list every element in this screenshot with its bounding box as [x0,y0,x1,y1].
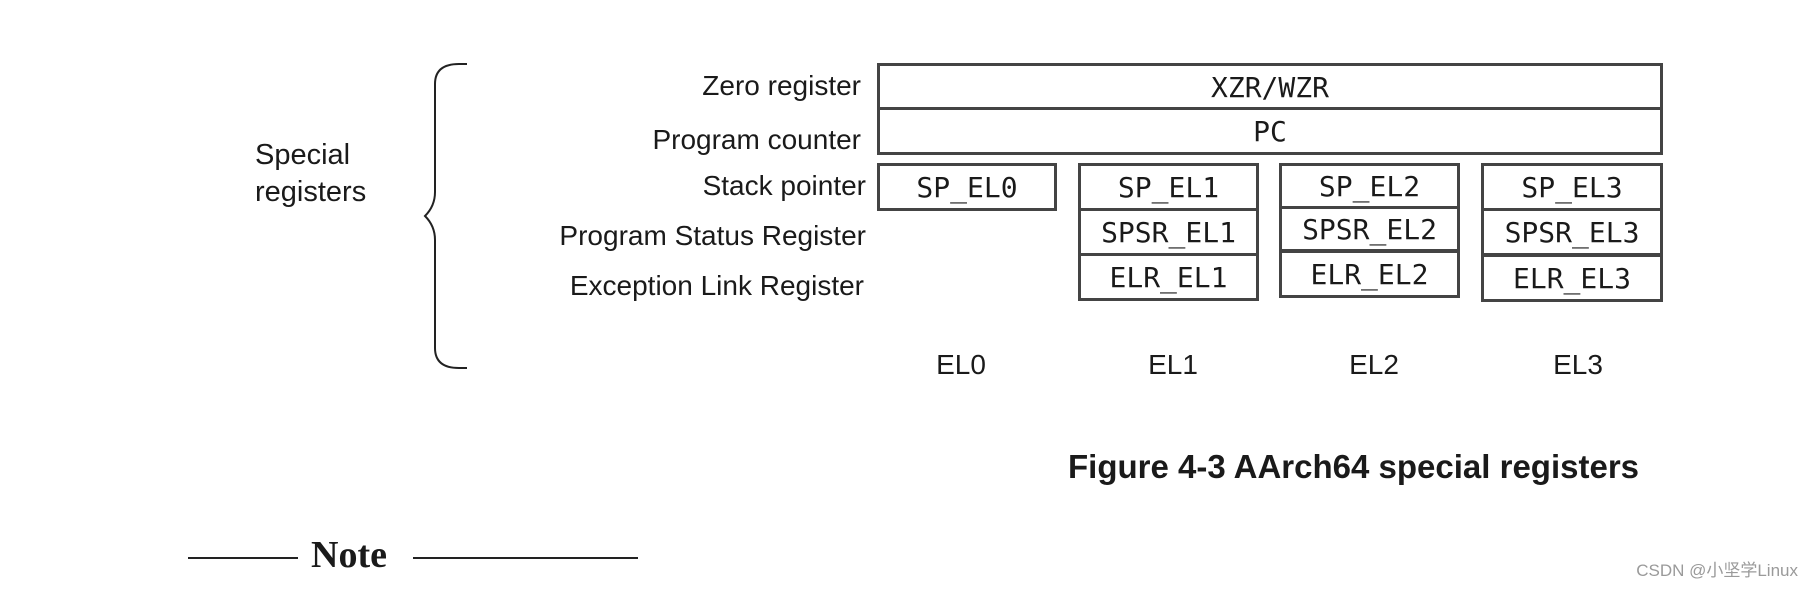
note-heading: Note [311,534,387,576]
register-elr-el1: ELR_EL1 [1078,253,1259,301]
register-sp-el3: SP_EL3 [1481,163,1663,211]
row-label-program-counter: Program counter [652,124,861,155]
register-xzr-wzr: XZR/WZR [877,63,1663,111]
row-label-program-status-register: Program Status Register [559,220,866,251]
group-label-line-1: Special [255,139,351,171]
row-label-zero-register: Zero register [702,70,861,101]
register-sp-el2: SP_EL2 [1279,163,1460,209]
el-label-el1: EL1 [1148,349,1198,380]
watermark: CSDN @小坚学Linux [1636,561,1798,580]
curly-brace [423,63,467,369]
register-sp-el0: SP_EL0 [877,163,1057,211]
group-label-line-2: registers [255,176,367,208]
register-elr-el2: ELR_EL2 [1279,250,1460,298]
el-label-el3: EL3 [1553,349,1603,380]
row-label-stack-pointer: Stack pointer [702,170,866,201]
row-label-exception-link-register: Exception Link Register [569,270,864,301]
el-label-el0: EL0 [936,349,986,380]
note-rule-left [188,557,298,559]
el-label-el2: EL2 [1349,349,1399,380]
figure-caption: Figure 4-3 AArch64 special registers [1068,448,1640,485]
register-pc: PC [877,107,1663,155]
register-sp-el1: SP_EL1 [1078,163,1259,211]
note-rule-right [413,557,638,559]
register-spsr-el3: SPSR_EL3 [1481,208,1663,256]
register-elr-el3: ELR_EL3 [1481,254,1663,302]
group-label: Special registers [255,137,366,211]
register-spsr-el2: SPSR_EL2 [1279,206,1460,252]
register-spsr-el1: SPSR_EL1 [1078,208,1259,256]
